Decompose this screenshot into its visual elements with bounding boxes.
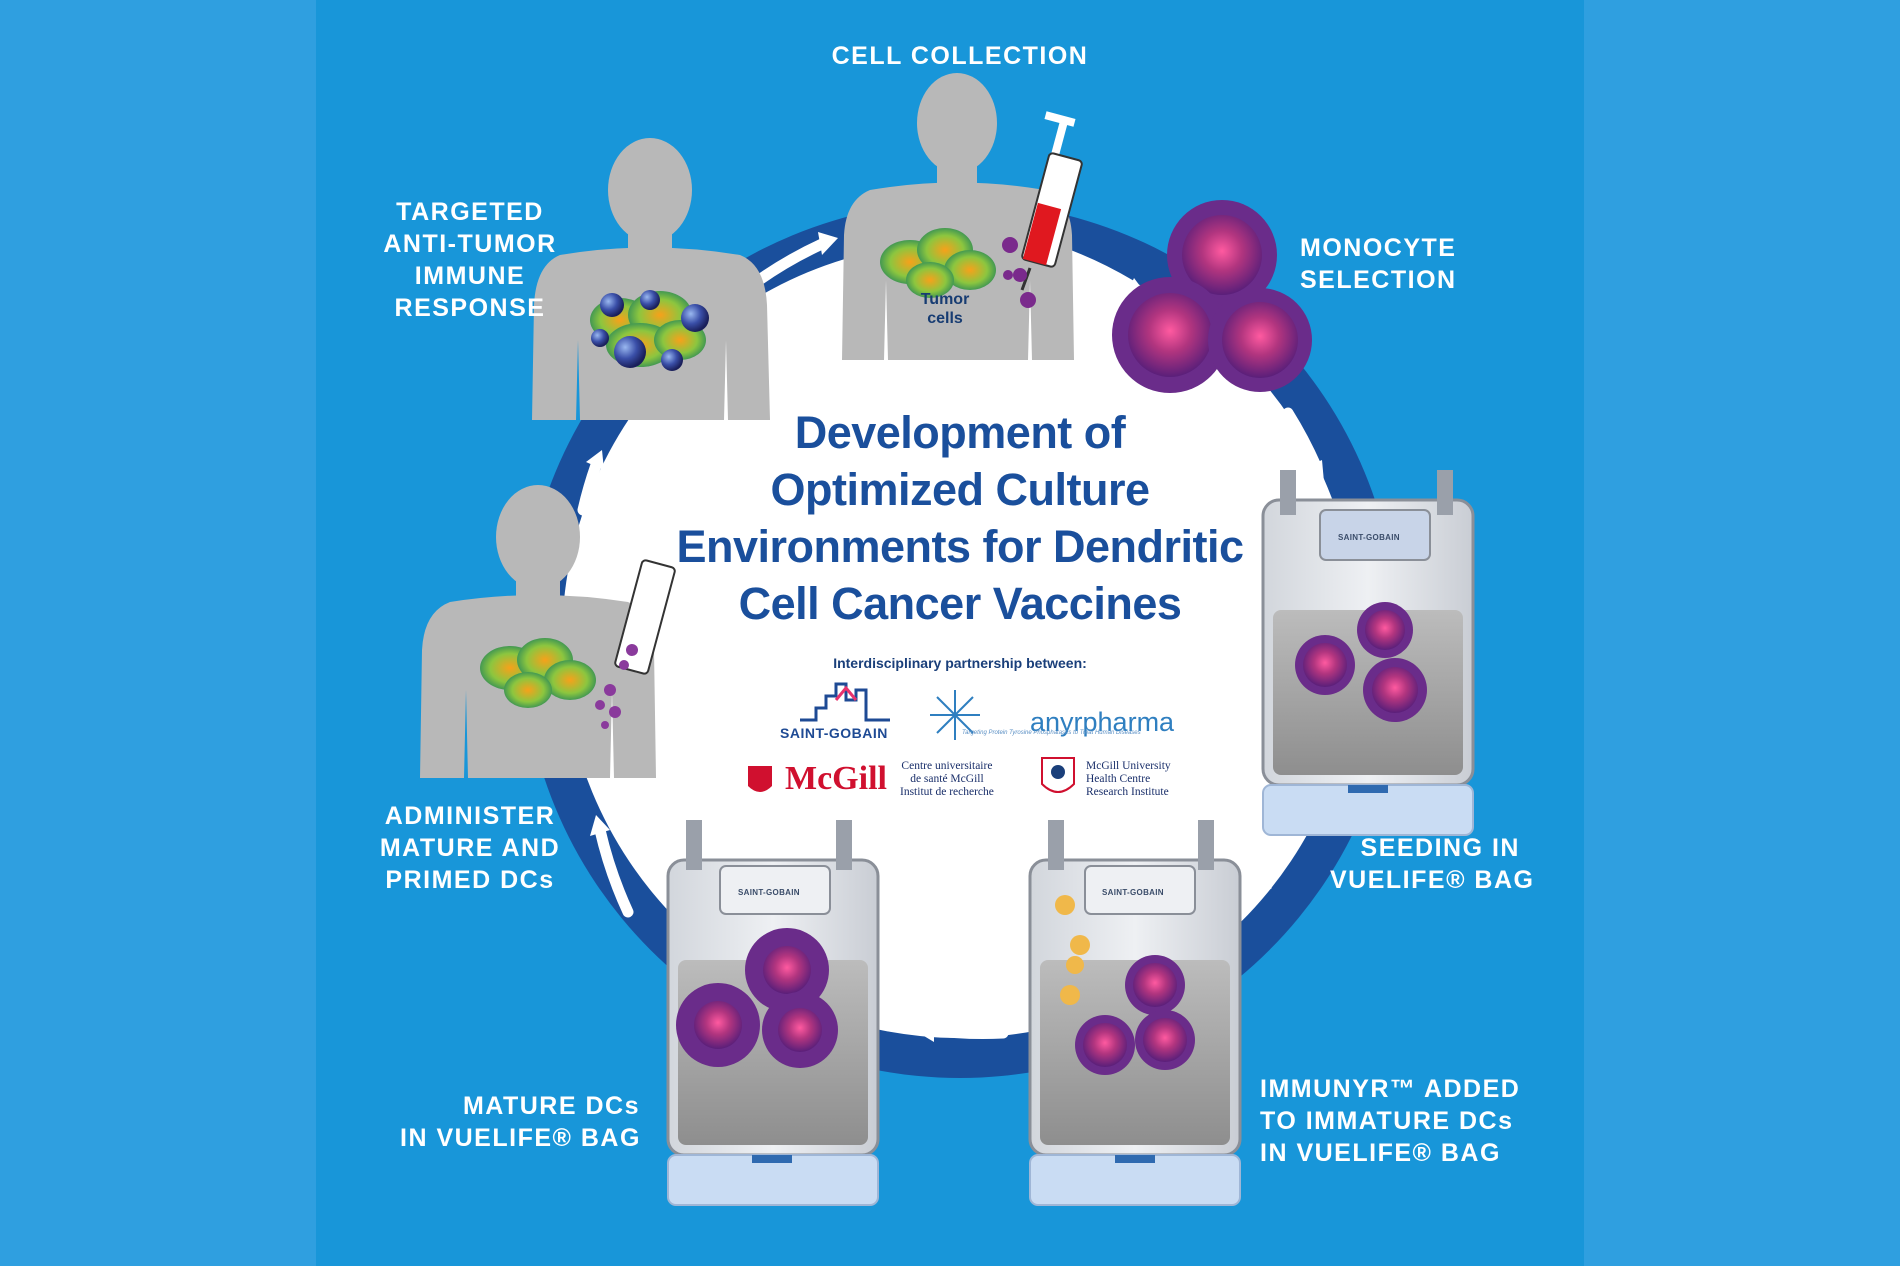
- cytokine-icon: [1055, 895, 1090, 1005]
- anyrpharma-star-icon: [930, 690, 980, 740]
- cycle-arrow-icon: [594, 824, 634, 918]
- culture-bag-icon: [666, 820, 880, 1206]
- bag-brand-label: SAINT-GOBAIN: [1102, 888, 1164, 897]
- step-label-targeted: TARGETED ANTI-TUMOR IMMUNE RESPONSE: [383, 198, 557, 322]
- human-silhouette-icon: [420, 485, 656, 778]
- saint-gobain-mark-icon: [800, 682, 890, 722]
- anyrpharma-tagline: Targeting Protein Tyrosine Phosphatases …: [962, 730, 1141, 736]
- step-label-cell-collection: CELL COLLECTION: [831, 42, 1089, 70]
- dendritic-cell-icon: [676, 928, 838, 1068]
- muhc-logo-icon: [1041, 757, 1075, 793]
- anyrpharma-logo: anyrpharma: [1030, 707, 1175, 737]
- tumor-cells-label: Tumor cells: [920, 291, 970, 327]
- step-label-mature: MATURE DCs IN VUELIFE® BAG: [400, 1092, 641, 1152]
- partnership-label: Interdisciplinary partnership between:: [833, 655, 1087, 671]
- step-label-seeding: SEEDING IN VUELIFE® BAG: [1330, 834, 1535, 894]
- human-silhouette-icon: [532, 138, 770, 420]
- collected-cells: [1002, 237, 1036, 308]
- bag-brand-label: SAINT-GOBAIN: [738, 888, 800, 897]
- tumor-cell-icon: [480, 638, 596, 708]
- syringe-icon: [595, 518, 676, 729]
- syringe-icon: [1020, 111, 1083, 291]
- muhc-logo-text: McGill University Health Centre Research…: [1086, 760, 1171, 798]
- cycle-arrow-icon: [924, 1024, 1009, 1039]
- step-label-administer: ADMINISTER MATURE AND PRIMED DCs: [379, 802, 561, 894]
- saint-gobain-logo: SAINT-GOBAIN: [780, 725, 888, 741]
- mcgill-logo: McGill: [785, 760, 887, 797]
- monocyte-icon: [1112, 200, 1312, 393]
- immune-sphere-icon: [591, 290, 709, 371]
- bag-brand-label: SAINT-GOBAIN: [1338, 533, 1400, 542]
- culture-bag-icon: [1028, 820, 1242, 1206]
- cusm-logo-text: Centre universitaire de santé McGill Ins…: [900, 760, 994, 798]
- step-label-monocyte-selection: MONOCYTE SELECTION: [1300, 234, 1457, 294]
- human-silhouette-icon: [842, 73, 1074, 360]
- step-label-immunyr: IMMUNYR™ ADDED TO IMMATURE DCs IN VUELIF…: [1260, 1075, 1521, 1167]
- tumor-cell-icon: [880, 228, 996, 298]
- culture-bag-icon: [1261, 470, 1475, 836]
- mcgill-crest-icon: [748, 766, 772, 792]
- diagram-title: Development of Optimized Culture Environ…: [676, 407, 1244, 629]
